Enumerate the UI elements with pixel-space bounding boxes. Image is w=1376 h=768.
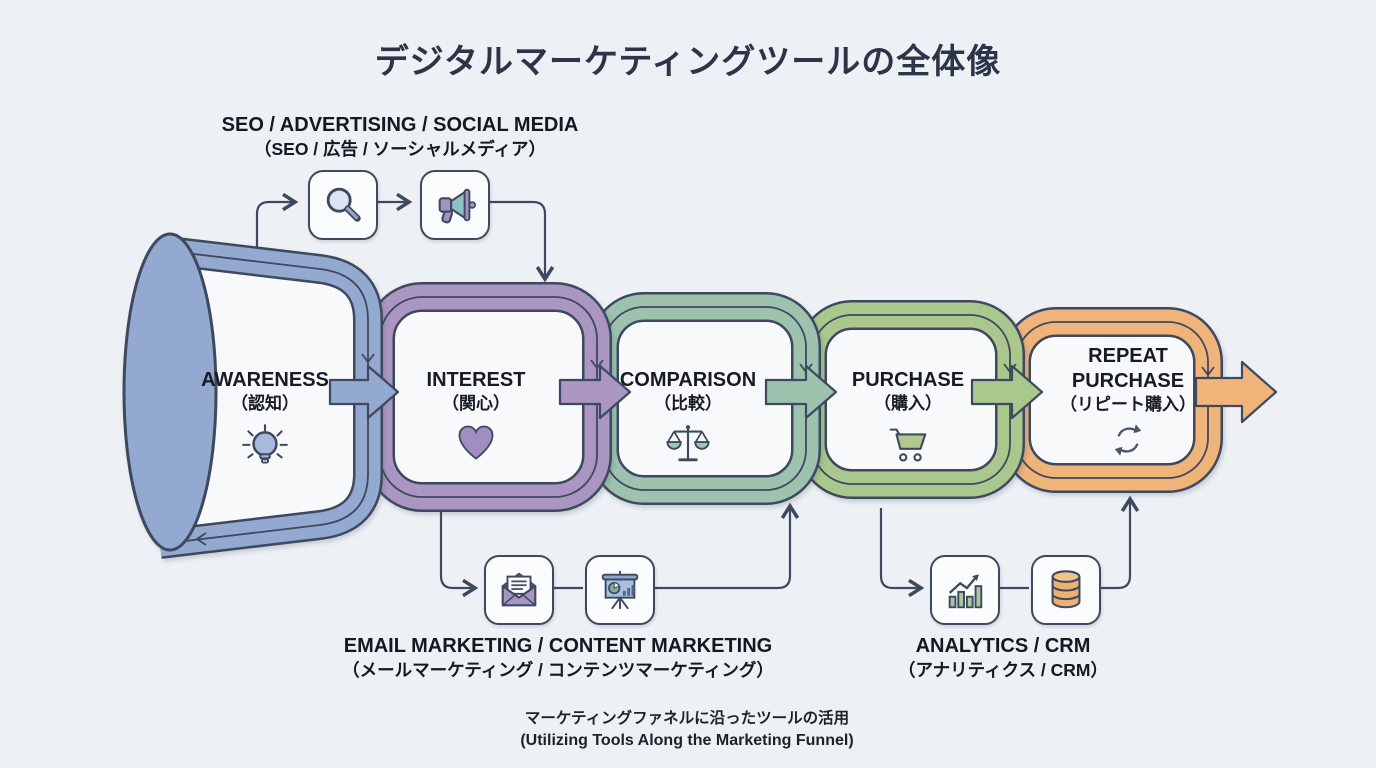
connector-interest-to-email <box>439 508 479 598</box>
flow-arrow-purchase-to-repeat <box>970 364 1044 420</box>
email-icon <box>501 572 537 607</box>
diagram-caption: マーケティングファネルに沿ったツールの活用 (Utilizing Tools A… <box>437 708 937 752</box>
bottom-right-label-jp: （アナリティクス / CRM） <box>897 660 1108 680</box>
top-tools-label: SEO / ADVERTISING / SOCIAL MEDIA （SEO / … <box>180 112 620 161</box>
comparison-name-jp: （比較） <box>654 394 722 413</box>
connector-lines <box>255 192 1140 598</box>
repeat-purchase-name-jp: （リピート購入） <box>1060 395 1196 414</box>
analytics-tool-box <box>930 555 1000 625</box>
connector-content-to-comparison <box>655 502 800 590</box>
caption-jp: マーケティングファネルに沿ったツールの活用 <box>524 710 850 727</box>
repeat-icon <box>1114 424 1142 456</box>
awareness-name-en: AWARENESS <box>201 369 329 391</box>
flow-arrow-awareness-to-interest <box>328 364 400 420</box>
connector-purchase-to-analytics <box>879 508 925 598</box>
content-presentation-icon <box>601 570 639 610</box>
bottom-left-label-en: EMAIL MARKETING / CONTENT MARKETING <box>343 635 773 657</box>
database-tool-box <box>1031 555 1101 625</box>
connector-awareness-to-search <box>255 192 299 262</box>
balance-scale-icon <box>666 425 710 462</box>
search-icon <box>326 187 361 222</box>
purchase-name-jp: （購入） <box>874 394 942 413</box>
repeat-purchase-name-en: REPEAT PURCHASE <box>1071 345 1185 392</box>
interest-name-jp: （関心） <box>442 394 510 413</box>
connector-megaphone-to-interest <box>490 200 555 283</box>
analytics-icon <box>948 574 983 609</box>
flow-arrows <box>328 360 1278 424</box>
bottom-right-tools-label: ANALYTICS / CRM （アナリティクス / CRM） <box>853 633 1153 682</box>
content-tool-box <box>585 555 655 625</box>
megaphone-icon <box>438 188 476 224</box>
caption-en: (Utilizing Tools Along the Marketing Fun… <box>520 731 854 749</box>
stage-label-interest: INTEREST （関心） <box>370 368 582 471</box>
flow-arrow-interest-to-comparison <box>558 364 632 420</box>
stage-label-awareness: AWARENESS （認知） <box>160 368 370 481</box>
comparison-name-en: COMPARISON <box>619 369 757 391</box>
stage-label-purchase: PURCHASE （購入） <box>802 368 1014 473</box>
bottom-right-label-en: ANALYTICS / CRM <box>915 635 1091 657</box>
awareness-name-jp: （認知） <box>231 394 299 413</box>
bottom-left-label-jp: （メールマーケティング / コンテンツマーケティング） <box>342 660 774 680</box>
top-tools-label-en: SEO / ADVERTISING / SOCIAL MEDIA <box>221 114 579 136</box>
lightbulb-icon <box>242 424 288 464</box>
heart-icon <box>458 425 494 460</box>
shopping-cart-icon <box>889 428 927 462</box>
purchase-name-en: PURCHASE <box>851 369 965 391</box>
search-tool-box <box>308 170 378 240</box>
interest-name-en: INTEREST <box>426 369 526 391</box>
bottom-left-tools-label: EMAIL MARKETING / CONTENT MARKETING （メール… <box>308 633 808 682</box>
megaphone-tool-box <box>420 170 490 240</box>
top-tools-label-jp: （SEO / 広告 / ソーシャルメディア） <box>253 139 547 159</box>
stage-label-comparison: COMPARISON （比較） <box>582 368 794 473</box>
flow-arrow-exit <box>1194 360 1278 424</box>
page-title: デジタルマーケティングツールの全体像 <box>374 43 1002 81</box>
stage-label-repeat-purchase: REPEAT PURCHASE （リピート購入） <box>1053 344 1203 468</box>
flow-arrow-comparison-to-purchase <box>764 364 838 420</box>
connector-database-to-repeat <box>1100 495 1140 590</box>
funnel-mouth <box>122 232 218 552</box>
database-icon <box>1051 570 1081 609</box>
email-tool-box <box>484 555 554 625</box>
